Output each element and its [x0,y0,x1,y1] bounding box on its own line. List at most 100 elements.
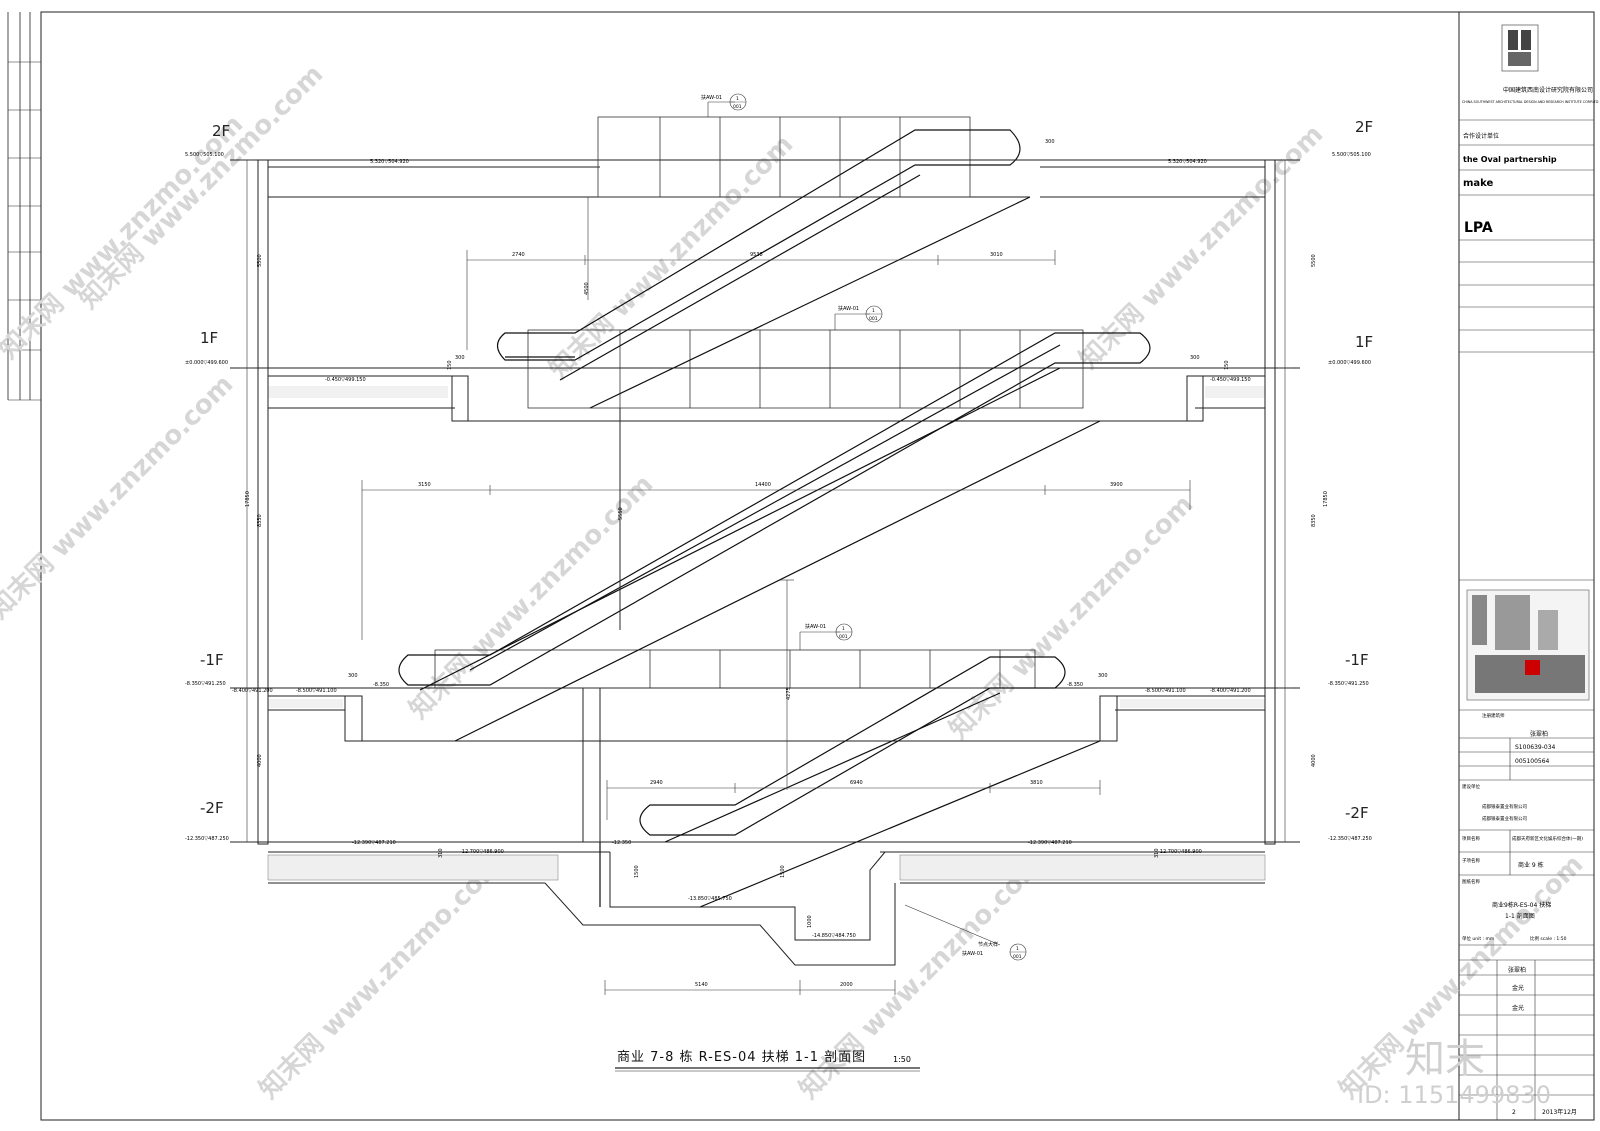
date: 2013年12月 [1542,1108,1577,1116]
partner-label: 合作设计单位 [1463,132,1499,140]
callout-3-label: 扶AW-01 [805,623,826,630]
escalator-middle [398,332,1151,742]
client-label: 建设单位 [1462,783,1480,790]
drawing-title-block: 商业 7-8 栋 R-ES-04 扶梯 1-1 剖面图 1:50 [615,1049,920,1072]
scale-label: 比例 scale : 1:50 [1530,935,1567,942]
callout-3-num: 1 [842,626,845,632]
watermark-1: 知末网 www.znzmo.com [0,109,249,364]
level-2f-right: 5.500▽505.100 [1332,152,1371,158]
floor-label-2f-left: 2F [212,122,230,140]
partner-2: make [1463,178,1494,189]
project-label: 项目名称 [1462,835,1480,842]
escalator-lower [599,656,1101,908]
dim-m-h: 5550 [618,507,624,520]
dim-310-a: 310 [438,848,444,858]
sub-name: 商业 9 栋 [1518,861,1544,869]
dim-150-a: 150 [447,360,453,370]
dim-u2: 9538 [750,252,763,258]
callout-4-label: 节点大样 [978,941,998,948]
dim-right-h3: 4000 [1311,754,1317,767]
image-id: ID: 1151499830 [1357,1081,1551,1109]
callout-2-num: 1 [872,308,875,314]
unit-label: 单位 unit : mm [1462,935,1494,942]
floor-label-b2-left: -2F [200,799,224,817]
callout-2-label: 扶AW-01 [838,305,859,312]
floor-label-b2-right: -2F [1345,804,1369,822]
floor-label-1f-left: 1F [200,329,218,347]
dim-310-b: 310 [1154,848,1160,858]
dim-300-a: 300 [1045,139,1055,145]
level-1f-inner-right: -0.450▽499.150 [1210,377,1251,383]
sheet-frame [7,11,1595,1121]
client-2: 成都银泰置业有限公司 [1482,815,1527,822]
site-logo: 知末 [1405,1036,1485,1082]
dim-l1: 2940 [650,780,663,786]
level-1f-right: ±0.000▽499.600 [1328,360,1371,366]
institute-en: CHINA SOUTHWEST ARCHITECTURAL DESIGN AND… [1462,100,1599,104]
watermark-9: 知末网 www.znzmo.com [794,849,1049,1104]
watermark-8: 知末网 www.znzmo.com [254,849,509,1104]
level-b2-e: -12.700▽486.900 [1158,849,1202,855]
dim-m2: 14400 [755,482,771,488]
floor-label-1f-right: 1F [1355,333,1373,351]
floor-label-b1-left: -1F [200,651,224,669]
watermark-5: 知末网 www.znzmo.com [0,369,239,624]
level-pit: -13.850▽485.750 [688,896,732,902]
escalator-upper [496,129,1031,409]
dim-u-h: 4500 [584,282,590,295]
dimension-values: 2740 9538 3010 4500 3150 14400 3900 5550… [245,139,1329,988]
reg-cert: 005100564 [1515,758,1550,765]
drawing-scale: 1:50 [893,1055,911,1064]
level-b2-a: -12.390▽487.210 [352,840,396,846]
dim-u3: 3010 [990,252,1003,258]
level-b1-left: -8.350▽491.250 [185,681,226,687]
callout-4-num: 1 [1016,946,1019,952]
title-block [1459,24,1594,1120]
dim-left-h1: 5500 [257,254,263,267]
institute-cn: 中国建筑西南设计研究院有限公司 [1503,86,1593,94]
callout-4-sub: 扶AW-01 [962,950,983,957]
dim-b2: 2000 [840,982,853,988]
watermark-layer: 知末网 www.znzmo.com 知末网 www.znzmo.com 知末网 … [0,59,1589,1104]
level-2f-inner-left: 5.320▽504.920 [370,159,409,165]
level-b1-e: -8.500▽491.100 [1145,688,1186,694]
dim-right-total: 17850 [1323,491,1329,507]
partner-lpa: LPA [1464,220,1493,236]
floor-label-b1-right: -1F [1345,651,1369,669]
level-2f-left: 5.500▽505.100 [185,152,224,158]
dim-right-h1: 5500 [1311,254,1317,267]
dim-300-c: 300 [1190,355,1200,361]
project-name: 成都天府新区文化娱乐综合体(一期) [1512,835,1583,842]
dim-150-b: 150 [1224,360,1230,370]
level-b1-c: -8.350 [373,682,389,688]
drawing-title: 商业 7-8 栋 R-ES-04 扶梯 1-1 剖面图 [617,1049,866,1065]
reg-no: S100639-034 [1515,744,1556,751]
callout-1-ref: 001 [733,104,742,110]
level-b1-b: -8.500▽491.100 [296,688,337,694]
glass-balustrades [434,116,1084,689]
drawing-name-label: 图纸名称 [1462,878,1480,885]
dim-l-h: 4275 [786,687,792,700]
dimension-lines [240,159,1292,995]
callout-2-ref: 001 [869,316,878,322]
dim-m3: 3900 [1110,482,1123,488]
callout-4-ref: 001 [1013,954,1022,960]
dim-u1: 2740 [512,252,525,258]
dim-m1: 3150 [418,482,431,488]
sheet-number: 2 [1512,1109,1516,1116]
dim-1500-b: 1500 [780,865,786,878]
floor-label-2f-right: 2F [1355,118,1373,136]
level-b2-b: -12.350 [612,840,631,846]
dim-left-h2: 8350 [257,514,263,527]
dim-left-total: 17850 [245,491,251,507]
callouts: 扶AW-01 1 001 扶AW-01 1 001 扶AW-01 1 001 节… [701,93,1027,961]
level-b2-c: -12.390▽487.210 [1028,840,1072,846]
stamp-label: 注册建筑师 [1482,712,1505,719]
person-2: 金光 [1512,984,1524,992]
dim-l2: 6940 [850,780,863,786]
partner-1: the Oval partnership [1463,155,1557,164]
title-block-text: 中国建筑西南设计研究院有限公司 CHINA SOUTHWEST ARCHITEC… [1462,86,1599,1116]
client-1: 成都银泰置业有限公司 [1482,803,1527,810]
level-b1-right: -8.350▽491.250 [1328,681,1369,687]
